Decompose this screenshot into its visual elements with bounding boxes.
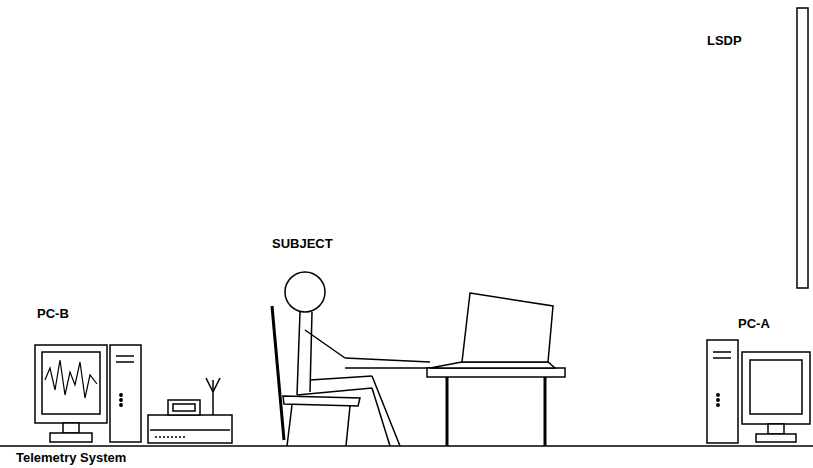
pc-a-computer bbox=[707, 340, 810, 443]
pc-b-computer bbox=[35, 345, 141, 442]
desk-with-laptop bbox=[427, 293, 565, 446]
telemetry-receiver bbox=[148, 378, 232, 443]
part-label: PC-B bbox=[37, 306, 69, 321]
chair bbox=[272, 306, 360, 446]
display-panel bbox=[797, 8, 808, 288]
part-label: Telemetry System bbox=[16, 450, 126, 465]
part-label: LSDP bbox=[707, 33, 742, 48]
part-label: SUBJECT bbox=[272, 236, 333, 251]
seated-subject bbox=[285, 272, 430, 446]
floor-line bbox=[0, 445, 813, 447]
part-label: PC-A bbox=[738, 316, 770, 331]
